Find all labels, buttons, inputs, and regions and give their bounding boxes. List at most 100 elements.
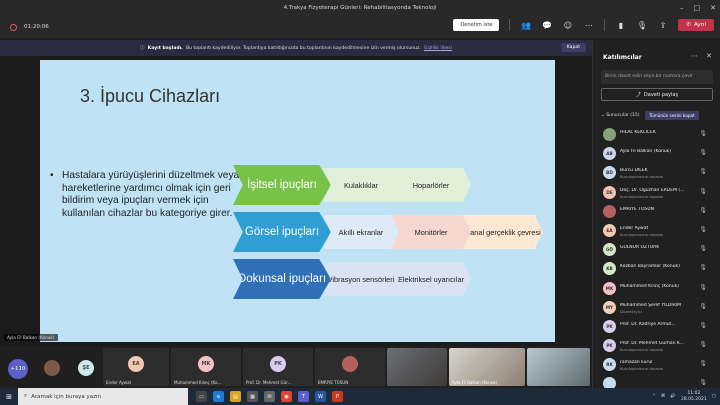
system-tray: ⌃ ⌘ 🔊 11:02 28.05.2021 ▢ <box>652 388 716 405</box>
privacy-link[interactable]: Gizlilik ilkesi <box>423 45 452 51</box>
camera-icon[interactable]: ▮ <box>618 20 624 30</box>
store-icon[interactable]: ▦ <box>247 391 258 402</box>
microphone-muted-icon[interactable]: 🎙 <box>699 130 707 137</box>
video-tile[interactable] <box>387 348 447 386</box>
chevron-up-icon[interactable]: ⌃ <box>652 394 656 399</box>
diagram-item: Monitörler <box>391 215 471 249</box>
microphone-muted-icon[interactable]: 🎙 <box>699 283 707 291</box>
mute-all-button[interactable]: Tümünün sesini kapat <box>645 111 699 120</box>
network-icon[interactable]: ⌘ <box>660 394 666 399</box>
chrome-icon[interactable]: ◉ <box>281 391 292 402</box>
teams-icon[interactable]: T <box>298 391 309 402</box>
banner-text: Bu toplantı kaydediliyor. Toplantıya kat… <box>185 45 421 51</box>
chat-icon[interactable]: 💬 <box>541 20 552 30</box>
more-options-icon[interactable]: ⋯ <box>584 20 593 30</box>
avatar[interactable]: ŞE <box>78 360 94 376</box>
word-icon[interactable]: W <box>315 391 326 402</box>
bullet-dot: • <box>50 170 54 181</box>
slide-title: 3. İpucu Cihazları <box>80 86 221 106</box>
microphone-muted-icon[interactable]: 🎙 <box>699 264 707 272</box>
close-icon[interactable]: ✕ <box>710 4 716 12</box>
microphone-icon[interactable]: 🎙 <box>636 20 647 30</box>
overflow-participants-button[interactable]: +110 <box>8 359 28 379</box>
share-screen-icon[interactable]: ⇪ <box>659 20 667 30</box>
microphone-muted-icon[interactable]: 🎙 <box>699 341 707 349</box>
microphone-muted-icon[interactable]: 🎙 <box>699 245 707 253</box>
reactions-icon[interactable]: ☺ <box>563 20 573 30</box>
file-explorer-icon[interactable]: ▤ <box>230 391 241 402</box>
participant-tile[interactable]: PK Prof. Dr. Mehmet Gür... <box>243 348 313 386</box>
microphone-muted-icon[interactable]: 🎙 <box>699 225 707 233</box>
participant-name: ramazan kurul <box>620 360 653 366</box>
toolbar-actions: Denetim iste 👥 💬 ☺ ⋯ ▮ 🎙 ⇪ ✆ Ayrıl <box>453 19 714 31</box>
phone-icon: ✆ <box>686 22 692 28</box>
leave-button[interactable]: ✆ Ayrıl <box>678 19 714 31</box>
diagram-head-visual: Görsel ipuçları <box>233 212 331 252</box>
avatar[interactable] <box>44 360 60 376</box>
banner-close-button[interactable]: Kapat <box>560 43 586 52</box>
panel-title: Katılımcılar <box>603 54 642 61</box>
task-view-icon[interactable]: ▭ <box>196 391 207 402</box>
edge-icon[interactable]: e <box>213 391 224 402</box>
diagram-row: İşitsel ipuçları Kulaklıklar Hoparlörler <box>233 165 553 205</box>
microphone-muted-icon[interactable]: 🎙 <box>699 379 707 387</box>
participant-subtitle: Kuruluşunuzun dışında <box>620 193 663 199</box>
taskbar-search[interactable]: ⌕ Aramak için buraya yazın <box>18 388 188 405</box>
participant-list-item[interactable]: HİLAL KEKLİCEK 🎙 <box>593 126 720 145</box>
microphone-muted-icon[interactable]: 🎙 <box>699 168 707 176</box>
close-panel-icon[interactable]: ✕ <box>706 52 712 60</box>
microphone-muted-icon[interactable]: 🎙 <box>699 321 707 329</box>
participant-tile[interactable]: EMRİYE TOSUN <box>315 348 385 386</box>
mail-icon[interactable]: ✉ <box>264 391 275 402</box>
participants-panel: Katılımcılar ⋯ ✕ Birini davet edin veya … <box>592 40 720 391</box>
microphone-muted-icon[interactable]: 🎙 <box>699 360 707 368</box>
participant-tile[interactable]: EA Ender Aywat <box>103 348 169 386</box>
notifications-icon[interactable]: ▢ <box>711 394 716 399</box>
request-control-button[interactable]: Denetim iste <box>453 19 500 31</box>
participant-tile[interactable]: MK Muhammed Kılınç (Ko... <box>171 348 241 386</box>
participant-name: Muhammed Şeref YILDIRIM <box>620 302 682 308</box>
microphone-muted-icon[interactable]: 🎙 <box>699 149 707 157</box>
maximize-icon[interactable]: □ <box>693 4 701 12</box>
window-controls: – □ ✕ <box>680 0 716 16</box>
participant-list-item[interactable]: 🎙 <box>593 375 720 394</box>
microphone-muted-icon[interactable]: 🎙 <box>699 187 707 195</box>
participants-icon[interactable]: 👥 <box>520 20 531 30</box>
participant-name: EMRİYE TOSUN <box>318 380 349 385</box>
avatar: BD <box>603 166 616 180</box>
volume-icon[interactable]: 🔊 <box>670 394 676 399</box>
microphone-muted-icon[interactable]: 🎙 <box>699 302 707 310</box>
participant-name: Prof. Dr. Mehmet Gür... <box>246 380 292 385</box>
share-invite-button[interactable]: ⤴ Daveti paylaş <box>601 88 713 101</box>
meeting-timer: 01:20:06 <box>24 24 49 30</box>
more-icon[interactable]: ⋯ <box>691 52 698 60</box>
invite-search-input[interactable]: Birini davet edin veya bir numara çevir <box>601 70 713 84</box>
meeting-toolbar: 01:20:06 Denetim iste 👥 💬 ☺ ⋯ ▮ 🎙 ⇪ ✆ Ay… <box>0 16 720 38</box>
microphone-muted-icon[interactable]: 🎙 <box>699 206 707 214</box>
participant-name: Muhammed Kılınç (Ko... <box>174 380 222 385</box>
clock[interactable]: 11:02 28.05.2021 <box>681 391 707 402</box>
diagram-item: Vibrasyon sensörleri <box>323 262 399 296</box>
participant-list-item[interactable]: EMRİYE TOSUN🎙 <box>593 203 720 222</box>
presenters-section-label[interactable]: ⌄ Sunucular (15) <box>601 113 640 118</box>
video-tile[interactable]: Ayla Fil Balkan (Konuk) <box>449 348 525 386</box>
powerpoint-icon[interactable]: P <box>332 391 343 402</box>
windows-start-icon[interactable]: ⊞ <box>6 392 12 401</box>
avatar <box>603 128 616 141</box>
minimize-icon[interactable]: – <box>680 4 684 12</box>
participant-name: HİLAL KEKLİCEK <box>620 130 656 135</box>
video-tile[interactable] <box>527 348 590 386</box>
avatar: MK <box>603 281 616 295</box>
avatar <box>603 204 616 218</box>
